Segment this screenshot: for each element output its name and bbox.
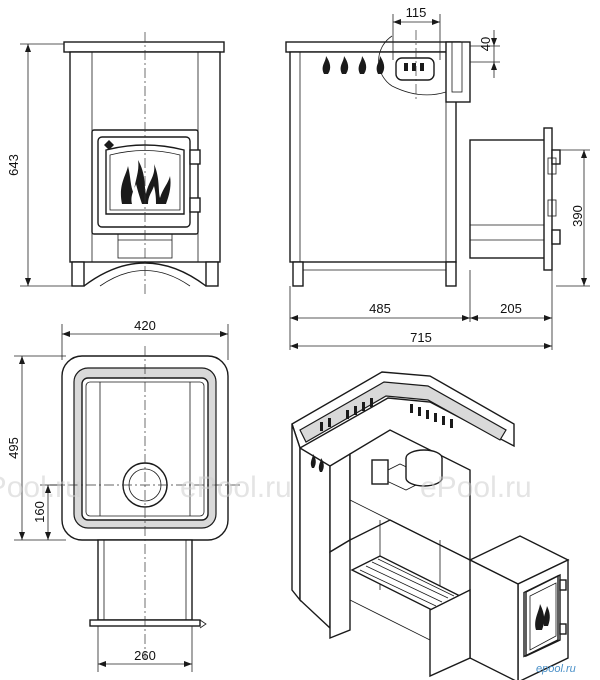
watermark-corner: epool.ru xyxy=(536,663,576,675)
side-body-depth-label: 485 xyxy=(369,301,391,316)
front-height-label: 643 xyxy=(6,154,21,176)
side-total-depth-label: 715 xyxy=(410,330,432,345)
front-view: 643 xyxy=(6,32,225,296)
watermark-middle: ePool.ru xyxy=(180,471,292,504)
side-top-width-label: 115 xyxy=(406,5,427,20)
top-hole-offset-label: 160 xyxy=(32,501,47,523)
side-view: 115 40 390 485 205 715 xyxy=(285,5,590,350)
side-flame-icons xyxy=(322,56,385,74)
side-tank-height-label: 390 xyxy=(570,205,585,227)
top-view: 420 495 160 260 xyxy=(6,318,240,672)
isometric-cutaway-view xyxy=(291,371,570,680)
side-top-depth-label: 40 xyxy=(478,37,493,51)
watermark-right: ePool.ru xyxy=(420,471,532,504)
watermark-left: ePool.ru xyxy=(0,471,82,504)
side-tank-depth-label: 205 xyxy=(500,301,522,316)
top-width-label: 420 xyxy=(134,318,156,333)
top-depth-label: 495 xyxy=(6,437,21,459)
bottom-tunnel-width-label: 260 xyxy=(134,648,156,663)
